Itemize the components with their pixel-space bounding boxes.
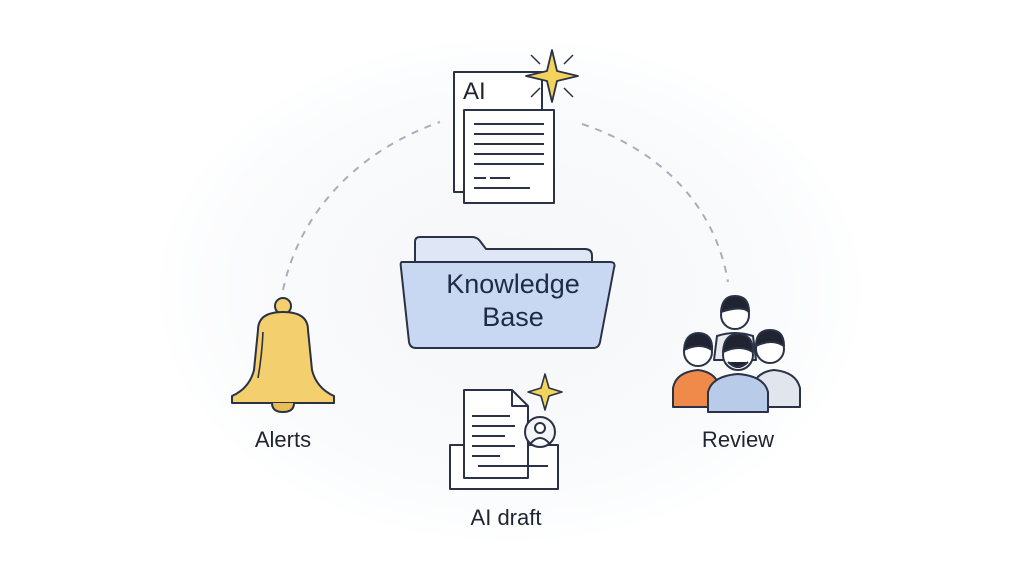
knowledge-base-line1: Knowledge: [446, 269, 580, 299]
knowledge-base-line2: Base: [482, 302, 544, 332]
ai-draft-icon: [449, 389, 559, 490]
sparkle-icon-bottom: [527, 373, 563, 411]
knowledge-base-label: Knowledge Base: [412, 268, 614, 334]
ai-document-icon: [453, 71, 555, 204]
bell-icon: [231, 297, 335, 413]
folder-icon: [399, 236, 616, 349]
review-team-icon: [672, 295, 801, 413]
review-label: Review: [701, 427, 775, 452]
ai-document-title: AI: [463, 78, 486, 105]
connector-ai-doc-to-review: [581, 123, 729, 283]
ai-draft-label: AI draft: [470, 505, 542, 530]
sparkle-icon-top: [525, 49, 579, 103]
connector-alerts-to-ai-doc: [282, 121, 441, 291]
alerts-label: Alerts: [254, 427, 312, 452]
